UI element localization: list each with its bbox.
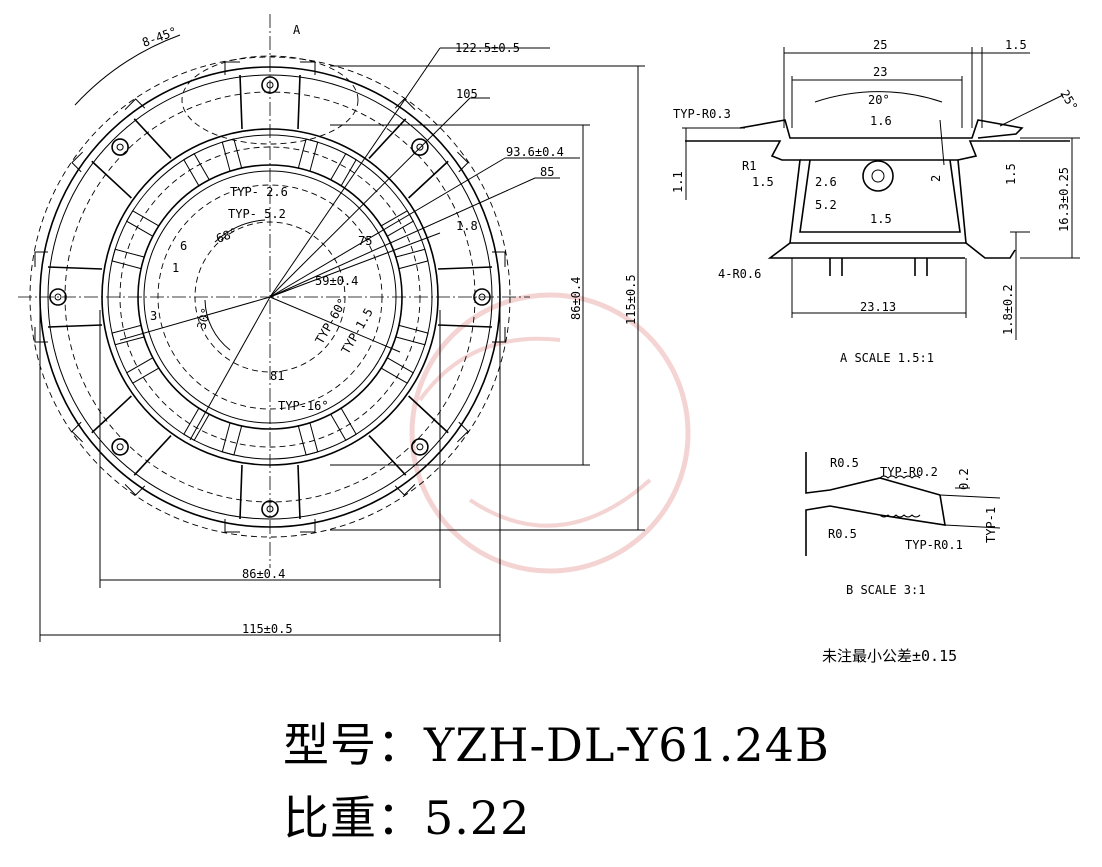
dim-b-typr01: TYP-R0.1 [905,538,963,552]
dim-a-5-2: 5.2 [815,198,837,212]
slot [221,138,243,172]
dim-b-r05b: R0.5 [828,527,857,541]
radial-slots [111,138,429,456]
detail-a-scale: A SCALE 1.5:1 [840,351,934,365]
model-line: 型号：YZH-DL-Y61.24B [283,722,830,768]
slot [111,248,145,270]
slot [380,210,414,237]
dim-a-4r06: 4-R0.6 [718,267,761,281]
dim-85: 85 [540,165,554,179]
arm [437,251,506,343]
model-value: YZH-DL-Y61.24B [424,718,830,772]
dim-typ52: TYP- 5.2 [228,207,286,221]
arm [34,251,103,343]
slot [126,210,160,237]
dim-6: 6 [180,239,187,253]
dim-a-r1: R1 [742,159,756,173]
arm [71,395,172,496]
dim-a-1-5side: 1.5 [1004,163,1018,185]
model-label: 型号： [283,718,424,772]
arm [71,98,172,199]
dim-30: 30° [194,306,213,331]
dim-a-1-1: 1.1 [671,171,685,193]
dim-105: 105 [456,87,478,101]
dim-1: 1 [172,261,179,275]
slot [183,153,210,187]
dim-b-0-2: 0.2 [957,468,971,490]
arm [224,464,316,533]
dim-a-2: 2 [929,175,943,182]
dim-typ26: TYP- 2.6 [230,185,288,199]
technical-drawing: A 8-45° 122.5±0.5 105 93.6±0.4 85 TYP- 2… [18,14,1080,642]
slot [380,357,414,384]
dim-teeth: 8-45° [140,24,179,50]
view-a-label: A [293,23,301,37]
dim-w115: 115±0.5 [242,622,293,636]
detail-a-view: 25 23 1.5 20° 25° TYP-R0.3 1.6 R1 1.5 2.… [671,38,1080,365]
dim-a-25: 25 [873,38,887,52]
dim-93: 93.6±0.4 [506,145,564,159]
dim-3: 3 [150,309,157,323]
detail-b-view: R0.5 TYP-R0.2 0.2 TYP-1 R0.5 TYP-R0.1 B … [805,452,1001,597]
slot [126,357,160,384]
arm [368,395,469,496]
dim-typ16: TYP-16° [278,399,329,413]
weight-label: 比重： [283,791,424,845]
dim-75: 75 [358,234,372,248]
watermark-logo [409,292,691,574]
dim-59: 59±0.4 [315,274,358,288]
slot [330,407,357,441]
main-profile-view: A 8-45° 122.5±0.5 105 93.6±0.4 85 TYP- 2… [18,14,645,642]
dim-a-2-6: 2.6 [815,175,837,189]
arm [224,61,316,130]
dim-a-23: 23 [873,65,887,79]
dim-122: 122.5±0.5 [455,41,520,55]
dim-a-25deg: 25° [1057,88,1080,114]
dim-a-16-3: 16.3±0.25 [1057,167,1071,232]
weight-value: 5.22 [424,791,531,845]
dim-b-typr02: TYP-R0.2 [880,465,938,479]
tolerance-note: 未注最小公差±0.15 [822,647,958,665]
dim-a-23-13: 23.13 [860,300,896,314]
slot [183,407,210,441]
dim-a-1-8: 1.8±0.2 [1001,284,1015,335]
dim-a-20: 20° [868,93,890,107]
slot [221,422,243,456]
dim-81: 81 [270,369,284,383]
dim-b-typ1: TYP-1 [984,507,998,543]
dim-typ15: TYP-1.5 [338,306,375,357]
slot [297,138,319,172]
dim-w86: 86±0.4 [242,567,285,581]
dim-a-1-5b: 1.5 [870,212,892,226]
dim-a-typr03: TYP-R0.3 [673,107,731,121]
slot [395,324,429,346]
dim-h115: 115±0.5 [624,274,638,325]
slot [111,324,145,346]
weight-line: 比重：5.22 [283,795,530,841]
slot [330,153,357,187]
dim-a-1-5-top: 1.5 [1005,38,1027,52]
detail-b-scale: B SCALE 3:1 [846,583,925,597]
dim-1-8: 1.8 [456,219,478,233]
dim-68: 68° [214,225,239,246]
slot [297,422,319,456]
dim-b-r05a: R0.5 [830,456,859,470]
dim-h86: 86±0.4 [569,277,583,320]
slot [395,248,429,270]
dim-a-1-6: 1.6 [870,114,892,128]
dim-a-1-5a: 1.5 [752,175,774,189]
